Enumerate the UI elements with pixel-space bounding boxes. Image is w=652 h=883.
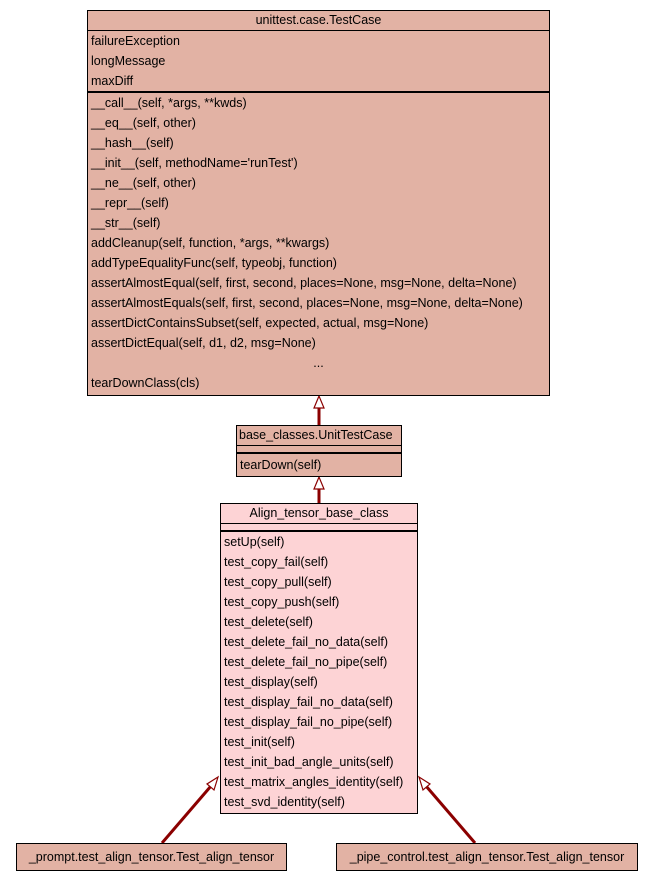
method: __ne__(self, other)	[91, 176, 196, 190]
method: __call__(self, *args, **kwds)	[91, 96, 247, 110]
ellipsis: ...	[313, 356, 324, 370]
class-align-tensor-base[interactable]: Align_tensor_base_class setUp(self) test_…	[220, 503, 418, 814]
method: assertDictContainsSubset(self, expected,…	[91, 316, 429, 330]
method: __eq__(self, other)	[91, 116, 196, 130]
class-title: Align_tensor_base_class	[221, 504, 417, 524]
attribute: failureException	[91, 34, 180, 48]
method: tearDownClass(cls)	[91, 376, 200, 390]
attribute: longMessage	[91, 54, 166, 68]
inherit-line-pipe	[424, 785, 477, 844]
attributes-section	[221, 524, 417, 532]
attributes-section	[237, 446, 401, 454]
class-pipe-control-test-align-tensor[interactable]: _pipe_control.test_align_tensor.Test_ali…	[336, 843, 638, 871]
method: __hash__(self)	[91, 136, 174, 150]
method: test_delete(self)	[224, 615, 313, 629]
attribute: maxDiff	[91, 74, 134, 88]
method: test_delete_fail_no_pipe(self)	[224, 655, 388, 669]
method: test_matrix_angles_identity(self)	[224, 775, 404, 789]
method: test_copy_push(self)	[224, 595, 340, 609]
method: assertDictEqual(self, d1, d2, msg=None)	[91, 336, 316, 350]
method: __repr__(self)	[91, 196, 169, 210]
inherit-arrowhead-icon	[313, 475, 325, 490]
class-unittestcase[interactable]: base_classes.UnitTestCase tearDown(self)	[236, 425, 402, 477]
method: test_copy_pull(self)	[224, 575, 332, 589]
method: test_copy_fail(self)	[224, 555, 329, 569]
class-prompt-test-align-tensor[interactable]: _prompt.test_align_tensor.Test_align_ten…	[16, 843, 287, 871]
method: test_delete_fail_no_data(self)	[224, 635, 389, 649]
method: test_init(self)	[224, 735, 295, 749]
class-title: _prompt.test_align_tensor.Test_align_ten…	[28, 850, 275, 864]
methods-section: tearDown(self)	[237, 454, 401, 478]
class-title: base_classes.UnitTestCase	[237, 426, 401, 446]
method: test_display(self)	[224, 675, 318, 689]
inherit-arrowhead-icon	[205, 775, 220, 792]
method: test_display_fail_no_pipe(self)	[224, 715, 393, 729]
method: test_svd_identity(self)	[224, 795, 345, 809]
method: __init__(self, methodName='runTest')	[91, 156, 298, 170]
inherit-line-prompt	[160, 785, 213, 844]
class-testcase[interactable]: unittest.case.TestCase failureException …	[87, 10, 550, 396]
method: test_display_fail_no_data(self)	[224, 695, 393, 709]
inherit-arrowhead-icon	[417, 775, 432, 792]
method: setUp(self)	[224, 535, 285, 549]
method: addCleanup(self, function, *args, **kwar…	[91, 236, 330, 250]
class-title: _pipe_control.test_align_tensor.Test_ali…	[349, 850, 625, 864]
method: tearDown(self)	[240, 458, 322, 472]
methods-section: setUp(self) test_copy_fail(self) test_copy…	[221, 532, 417, 812]
class-title: unittest.case.TestCase	[88, 11, 549, 31]
attributes-section: failureException longMessage maxDiff	[88, 31, 549, 93]
method: __str__(self)	[91, 216, 161, 230]
inherit-arrowhead-icon	[313, 394, 325, 409]
methods-section: __call__(self, *args, **kwds) __eq__(self…	[88, 93, 549, 393]
method: assertAlmostEquals(self, first, second, …	[91, 296, 523, 310]
method: addTypeEqualityFunc(self, typeobj, funct…	[91, 256, 337, 270]
method: assertAlmostEqual(self, first, second, p…	[91, 276, 517, 290]
method: test_init_bad_angle_units(self)	[224, 755, 394, 769]
